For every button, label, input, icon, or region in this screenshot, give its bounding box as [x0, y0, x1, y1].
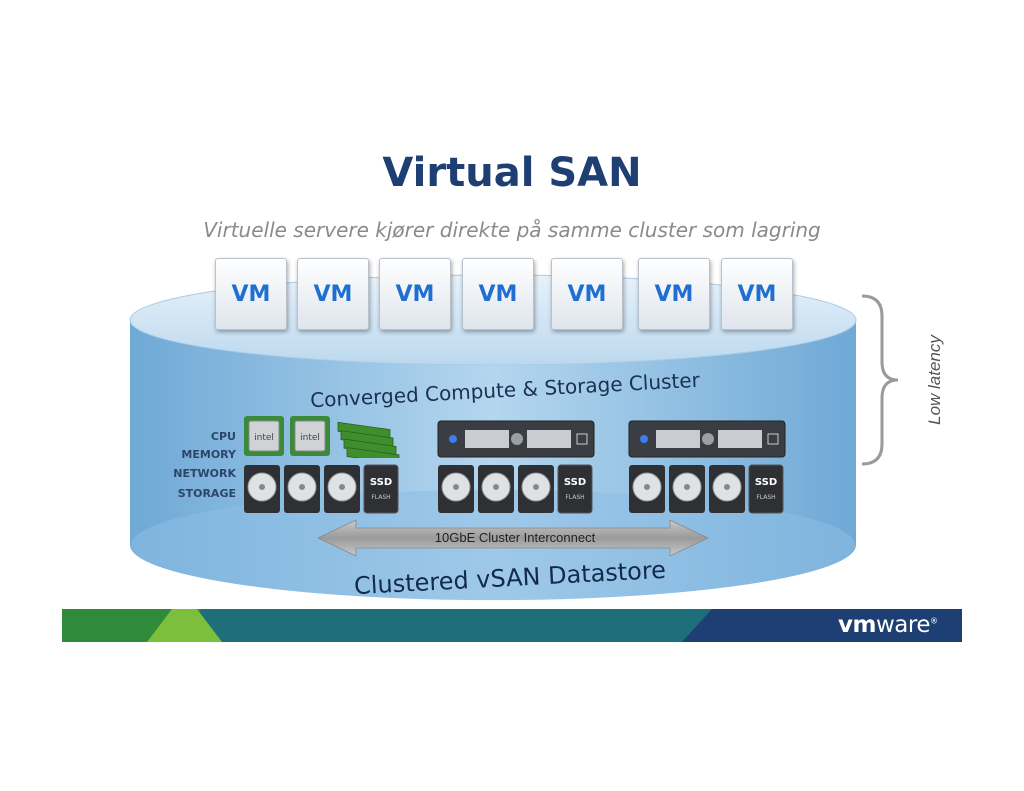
vm-box: VM: [638, 258, 710, 330]
cpu-brand-text: intel: [300, 433, 320, 443]
resource-label-storage: STORAGE: [177, 487, 236, 500]
page-subtitle: Virtuelle servere kjører direkte på samm…: [203, 218, 821, 242]
resource-label-memory: MEMORY: [181, 448, 236, 461]
cpu-chips: intel intel: [244, 416, 330, 456]
ssd-icon: SSD FLASH: [557, 464, 593, 514]
vm-box: VM: [297, 258, 369, 330]
page-title: Virtual SAN: [382, 150, 642, 196]
storage-group: SSD FLASH: [437, 464, 593, 521]
hdd-icon: [284, 465, 320, 513]
hdd-icon: [438, 465, 474, 513]
interconnect-arrow: [317, 519, 709, 557]
vm-box: VM: [215, 258, 287, 330]
storage-group: SSD FLASH: [628, 464, 784, 521]
hdd-icon: [669, 465, 705, 513]
latency-brace: [861, 294, 899, 466]
flash-text: FLASH: [756, 494, 775, 501]
hdd-icon: [518, 465, 554, 513]
hdd-icon: [629, 465, 665, 513]
vm-box: VM: [379, 258, 451, 330]
vm-box: VM: [462, 258, 534, 330]
ssd-icon: SSD FLASH: [363, 464, 399, 514]
hdd-icon: [709, 465, 745, 513]
flash-text: FLASH: [565, 494, 584, 501]
vmware-logo: vmware®: [838, 612, 938, 638]
cpu-brand-text: intel: [254, 433, 274, 443]
hdd-icon: [478, 465, 514, 513]
ssd-icon: SSD FLASH: [748, 464, 784, 514]
ssd-text: SSD: [370, 477, 392, 488]
memory-icon: [337, 421, 400, 458]
ssd-text: SSD: [564, 477, 586, 488]
flash-text: FLASH: [371, 494, 390, 501]
server-icon: [437, 420, 595, 458]
latency-label: Low latency: [925, 335, 944, 425]
vm-box: VM: [551, 258, 623, 330]
interconnect-label: 10GbE Cluster Interconnect: [434, 530, 596, 545]
server-icon: [628, 420, 786, 458]
cpu-chip-icon: intel: [244, 416, 284, 456]
hdd-icon: [324, 465, 360, 513]
cpu-chip-icon: intel: [290, 416, 330, 456]
resource-label-cpu: CPU: [210, 430, 236, 443]
footer-banner: [62, 609, 962, 642]
ssd-text: SSD: [755, 477, 777, 488]
resource-label-network: NETWORK: [173, 467, 236, 480]
hdd-icon: [244, 465, 280, 513]
vm-box: VM: [721, 258, 793, 330]
storage-group: SSD FLASH: [243, 464, 399, 521]
